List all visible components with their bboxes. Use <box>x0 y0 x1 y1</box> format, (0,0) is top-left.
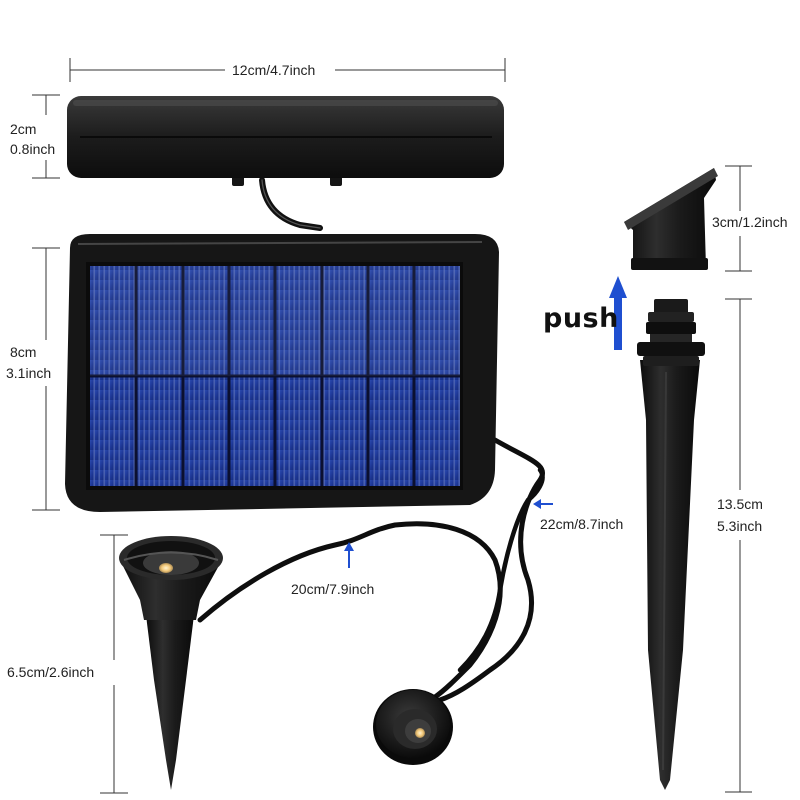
panel-thickness-cm-label: 2cm <box>10 121 37 137</box>
cable-arrow-right <box>533 499 553 509</box>
stake-cap <box>624 168 718 270</box>
panel-height-cm-label: 8cm <box>10 344 37 360</box>
dimension-lines <box>32 58 752 794</box>
disc-light <box>373 689 453 765</box>
cable-mid-label: 20cm/7.9inch <box>291 581 375 597</box>
cable-right-label: 22cm/8.7inch <box>540 516 624 532</box>
spotlight-height-label: 6.5cm/2.6inch <box>7 664 95 680</box>
panel-height-in-label: 3.1inch <box>6 365 52 381</box>
stake-length-in-label: 5.3inch <box>717 518 763 534</box>
panel-side-view <box>67 96 504 231</box>
panel-thickness-in-label: 0.8inch <box>10 141 56 157</box>
push-arrow <box>609 276 627 350</box>
cable-arrow-mid <box>344 542 354 568</box>
cap-height-label: 3cm/1.2inch <box>712 214 788 230</box>
solar-panel <box>65 234 499 512</box>
spotlight-stake <box>119 536 223 790</box>
ground-stake <box>637 299 705 790</box>
stake-length-cm-label: 13.5cm <box>717 496 763 512</box>
push-label: push <box>543 303 619 334</box>
panel-width-label: 12cm/4.7inch <box>232 62 316 78</box>
cables <box>197 437 545 703</box>
